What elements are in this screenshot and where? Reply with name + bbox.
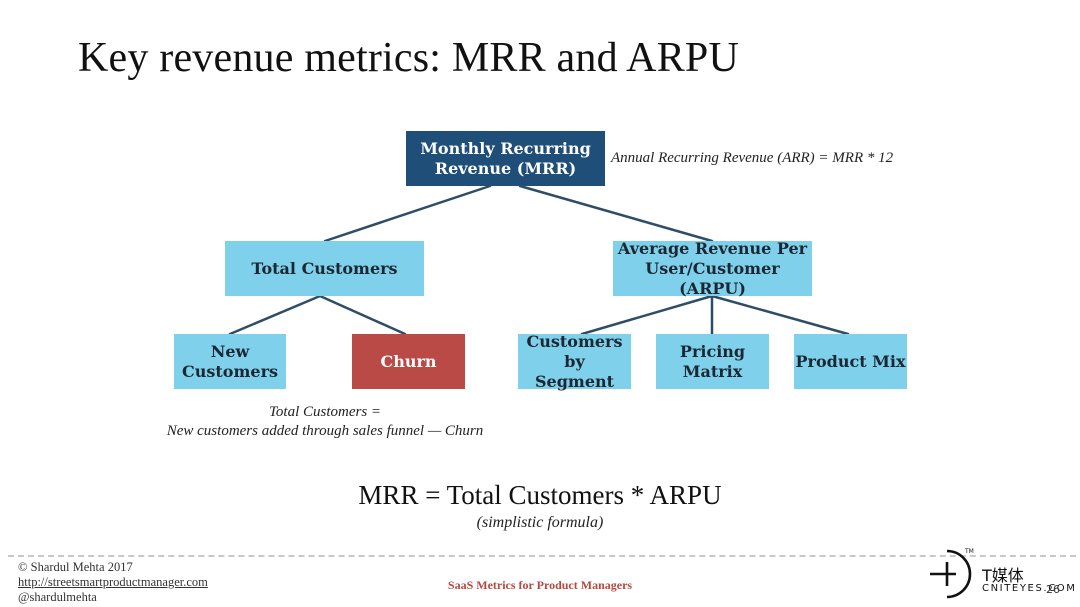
total-customers-formula-line2: New customers added through sales funnel… [166, 423, 484, 439]
node-total-customers-label: Total Customers [251, 258, 398, 278]
node-churn: Churn [352, 334, 465, 389]
node-churn-label: Churn [380, 351, 437, 371]
node-new-customers: New Customers [174, 334, 286, 389]
connector-mrr-arpu [518, 184, 714, 243]
footer-divider [8, 555, 1076, 557]
footer-credits: © Shardul Mehta 2017 http://streetsmartp… [18, 560, 208, 605]
node-total-customers: Total Customers [225, 241, 424, 296]
connector-arpu-segment [580, 294, 714, 336]
footer-url-link[interactable]: http://streetsmartproductmanager.com [18, 575, 208, 589]
total-customers-formula-line1: Total Customers = [268, 404, 382, 420]
connector-arpu-product-mix [710, 294, 850, 336]
mrr-formula: MRR = Total Customers * ARPU [358, 480, 722, 510]
footer-handle: @shardulmehta [18, 590, 97, 604]
node-arpu: Average Revenue Per User/Customer (ARPU) [613, 238, 812, 298]
node-mrr: Monthly Recurring Revenue (MRR) [406, 131, 605, 186]
arr-annotation: Annual Recurring Revenue (ARR) = MRR * 1… [611, 150, 894, 166]
footer-copyright: © Shardul Mehta 2017 [18, 560, 133, 574]
node-arpu-label: Average Revenue Per User/Customer (ARPU) [617, 238, 808, 298]
connector-total-new [228, 294, 322, 336]
connector-total-churn [318, 294, 407, 336]
connector-mrr-total-customers [323, 184, 492, 243]
slide-title: Key revenue metrics: MRR and ARPU [78, 35, 740, 81]
node-new-customers-label: New Customers [182, 341, 278, 381]
svg-text:TM: TM [964, 548, 974, 555]
node-product-mix-label: Product Mix [795, 351, 906, 371]
brand-name-en: CNITEYES.COM [982, 583, 1077, 594]
footer-deck-title: SaaS Metrics for Product Managers [447, 578, 633, 592]
node-customers-by-segment-label: Customers by Segment [526, 331, 623, 391]
node-mrr-label: Monthly Recurring Revenue (MRR) [420, 138, 591, 178]
brand-logo-icon: TM [930, 548, 974, 599]
mrr-formula-note: (simplistic formula) [476, 514, 604, 531]
node-pricing-matrix: Pricing Matrix [656, 334, 769, 389]
node-customers-by-segment: Customers by Segment [518, 331, 631, 391]
node-product-mix: Product Mix [794, 334, 907, 389]
page-number: 26 [1046, 583, 1060, 596]
brand-name-cn: T媒体 [982, 566, 1024, 585]
node-pricing-matrix-label: Pricing Matrix [679, 341, 746, 381]
